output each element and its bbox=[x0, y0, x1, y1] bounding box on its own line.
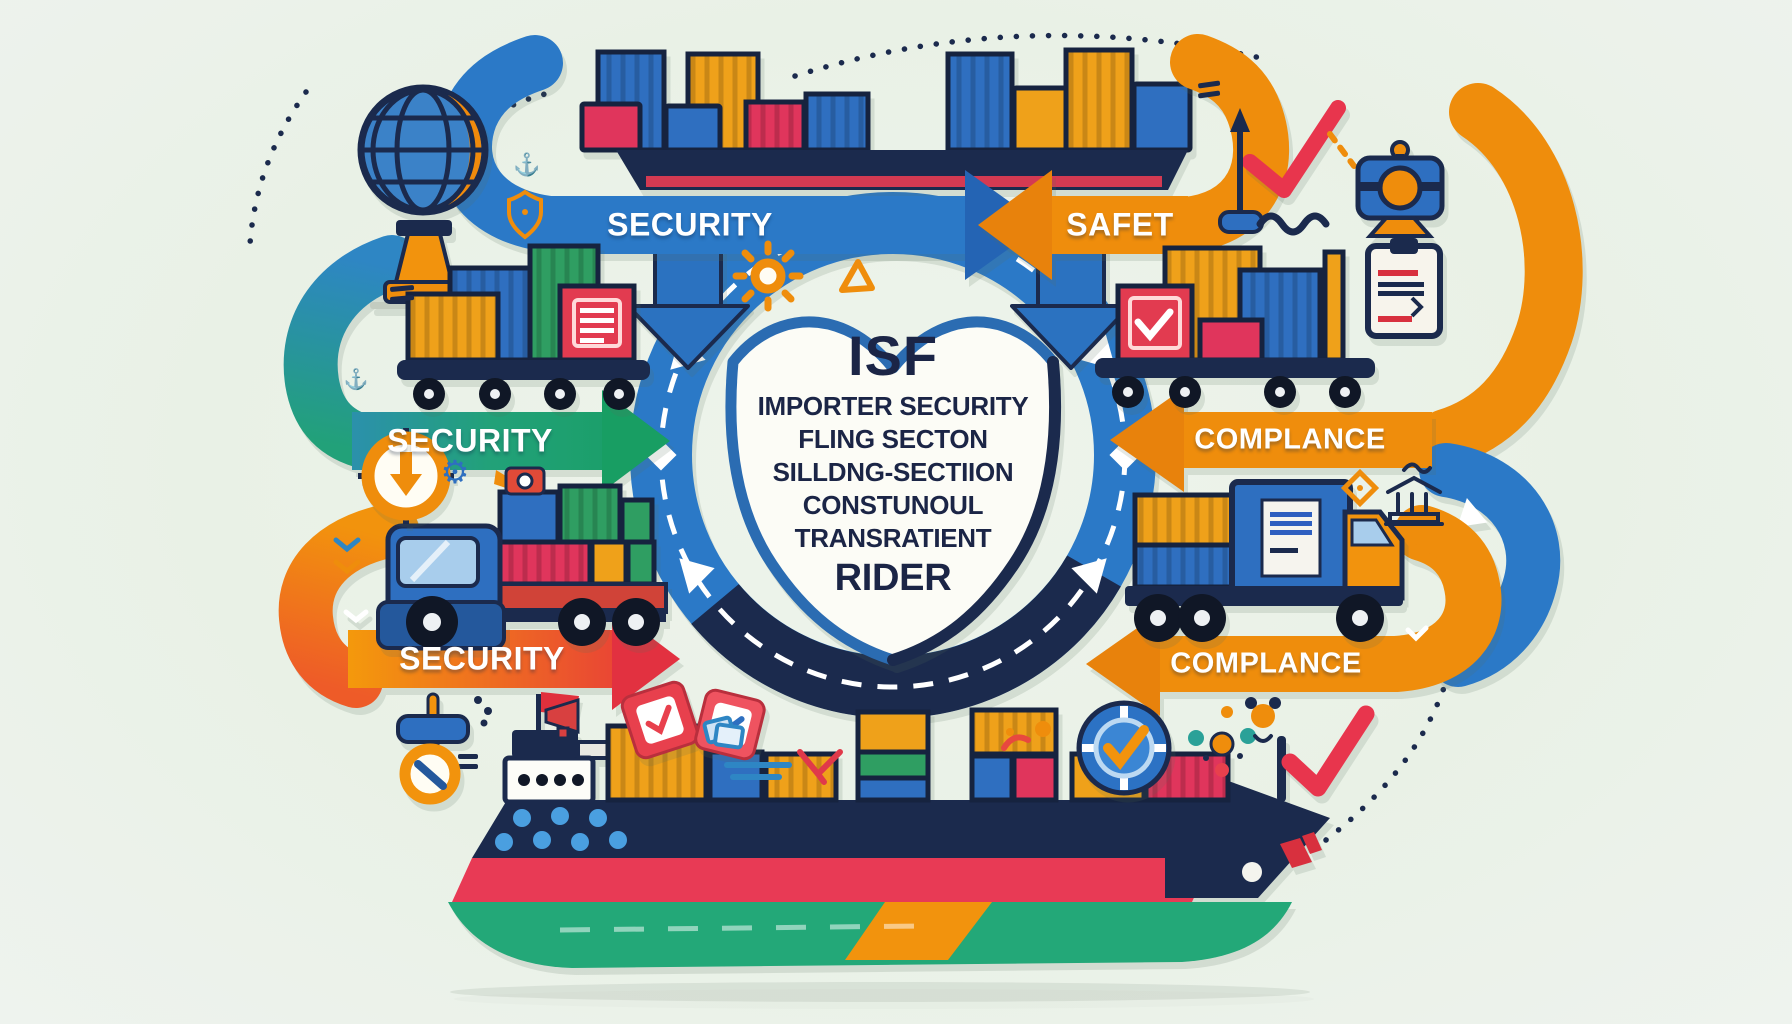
arrow-label-safet: SAFET bbox=[1066, 206, 1174, 243]
hook-doodle-icon bbox=[797, 749, 843, 785]
check-icon bbox=[1103, 725, 1149, 770]
rail-cart-right bbox=[1095, 245, 1375, 408]
equals-doodles bbox=[390, 80, 1221, 769]
orange-check-icon bbox=[1414, 528, 1452, 567]
shield-acronym: ISF bbox=[847, 324, 939, 387]
mini-shield-icon bbox=[507, 189, 543, 240]
anchor-icon: ⚓ bbox=[343, 369, 369, 391]
metric-arrow-icon bbox=[1218, 108, 1264, 234]
orange-dash-doodle bbox=[1327, 131, 1357, 169]
clipboard-icon bbox=[1365, 238, 1443, 339]
right-flow-curves bbox=[1417, 83, 1583, 687]
shield-text-block: ISF IMPORTER SECURITY FLING SECTON SILLD… bbox=[753, 326, 1033, 601]
mast bbox=[1277, 736, 1286, 802]
arrow-label-complance-bottom: COMPLANCE bbox=[1170, 647, 1362, 680]
hook-tick-icon bbox=[343, 609, 369, 624]
bank-icon bbox=[1384, 462, 1444, 526]
shield-line: RIDER bbox=[834, 557, 952, 599]
shield-line: FLING SECTON bbox=[798, 424, 988, 454]
footprint-dots bbox=[474, 696, 492, 727]
shield-line: CONSTUNOUL bbox=[802, 490, 984, 520]
hull-stripe bbox=[452, 858, 1212, 902]
arrow-label-security-top: SECURITY bbox=[607, 206, 773, 243]
papers-icon bbox=[702, 715, 745, 750]
molecule-doodle bbox=[1188, 706, 1256, 777]
truck-wheels bbox=[1134, 594, 1384, 642]
shield-line: SILLDNG-SECTIION bbox=[772, 457, 1014, 487]
megaphone-icon bbox=[544, 697, 580, 740]
ring-arrow-icon bbox=[1071, 558, 1107, 594]
diamond-doodle-icon bbox=[1340, 468, 1380, 508]
triangle-doodle-icon bbox=[839, 259, 875, 293]
truck-right bbox=[1125, 479, 1405, 642]
target-down-arrow-icon bbox=[358, 428, 454, 524]
top-barge bbox=[579, 47, 1193, 190]
squiggle-doodle bbox=[1256, 212, 1330, 236]
mini-camera-icon bbox=[494, 466, 546, 496]
shield-emblem bbox=[725, 316, 1062, 666]
shield-line: IMPORTER SECURITY bbox=[757, 391, 1029, 421]
arrow-label-security-bottom: SECURITY bbox=[399, 640, 565, 677]
hull-deck-band bbox=[472, 800, 1165, 858]
red-check-top-icon bbox=[1242, 100, 1346, 198]
barge-containers bbox=[579, 47, 1193, 153]
spill-doodle bbox=[1001, 721, 1051, 751]
flow-chevron-icon bbox=[1457, 498, 1488, 527]
ring-arrow-icon bbox=[679, 558, 715, 594]
truck-left bbox=[376, 483, 668, 651]
document-icon bbox=[1260, 498, 1322, 578]
speed-lines bbox=[724, 762, 792, 780]
hook-tick-icon bbox=[1405, 625, 1429, 642]
chevron-doodles bbox=[333, 537, 361, 575]
check-icon bbox=[645, 704, 672, 735]
stamp-pendulum-icon bbox=[396, 692, 470, 805]
gear-orange-icon bbox=[732, 240, 804, 312]
gear-blue-icon: ⚙ bbox=[440, 454, 470, 490]
arrow-label-complance-mid: COMPLANCE bbox=[1194, 423, 1386, 456]
big-red-check-icon bbox=[1281, 705, 1375, 797]
camera-stand-icon bbox=[1355, 140, 1445, 238]
hull-portholes bbox=[495, 807, 627, 851]
anchor-icon: ⚓ bbox=[513, 152, 541, 177]
arrow-complance-bottom bbox=[1086, 505, 1502, 716]
cart-wheels bbox=[413, 378, 635, 410]
verified-badge-icon bbox=[1076, 700, 1172, 796]
arrow-complance-mid bbox=[1110, 388, 1432, 492]
cart-wheels bbox=[1112, 376, 1361, 408]
truck-wheels bbox=[406, 596, 660, 648]
rail-cart-left bbox=[397, 243, 650, 410]
arrow-label-security-mid: SECURITY bbox=[387, 422, 553, 459]
shield-line: TRANSRATIENT bbox=[794, 523, 992, 553]
hull-wedge bbox=[845, 902, 992, 960]
mickey-doodle-icon bbox=[1245, 697, 1281, 743]
